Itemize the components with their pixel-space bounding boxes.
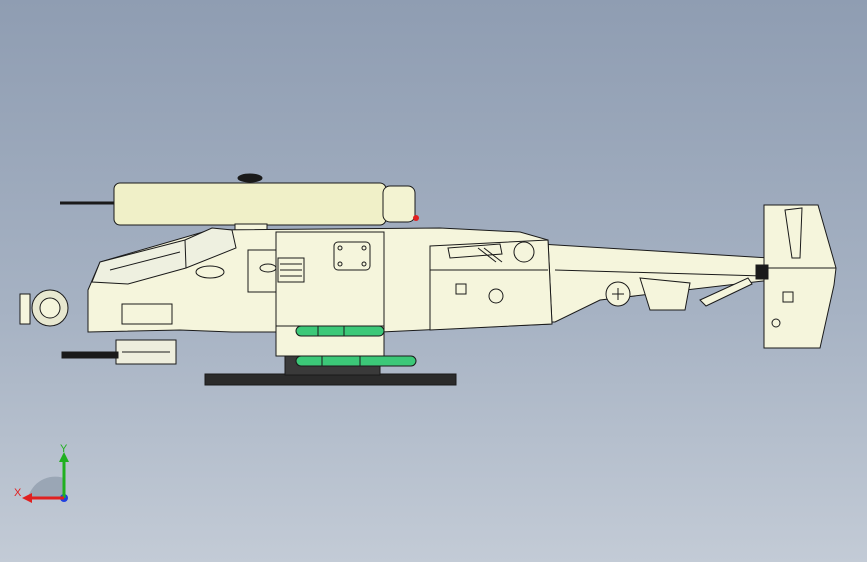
triad-x-label: X xyxy=(14,487,22,499)
access-panel xyxy=(333,241,371,271)
coordinate-triad: Y X xyxy=(14,443,69,503)
fuselage-porthole xyxy=(488,288,504,304)
rotor-cap xyxy=(237,173,263,183)
tail-fin xyxy=(763,204,837,349)
triad-y-label: Y xyxy=(60,443,68,455)
y-axis-arrow xyxy=(59,452,69,462)
gun-barrel xyxy=(61,351,119,359)
x-axis-arrow xyxy=(22,493,32,503)
rotor-hub xyxy=(382,185,416,223)
triad-base-arc xyxy=(28,476,64,498)
display-stand xyxy=(204,373,457,386)
rotor-blade-housing xyxy=(113,182,387,226)
missile-lower xyxy=(295,355,417,367)
warning-light xyxy=(413,215,419,221)
mid-fuselage xyxy=(429,239,553,331)
missile-upper xyxy=(295,325,385,337)
